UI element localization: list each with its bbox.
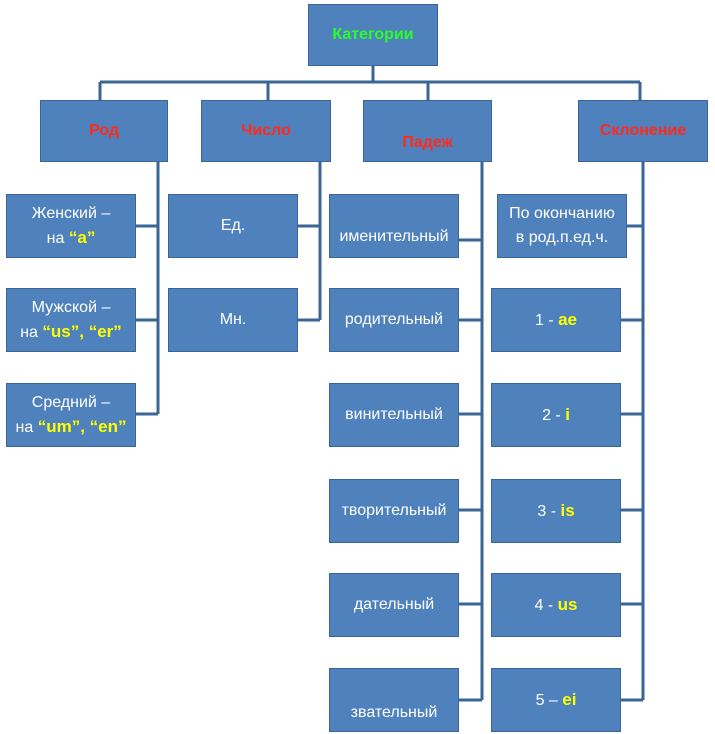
header-gender-label: Род [89,122,119,139]
declension-item-number: 4 - [534,596,558,614]
gender-item-text: Женский – [31,204,111,222]
case-item-dative: дательный [329,573,459,637]
header-gender: Род [40,100,168,162]
connector-declension [621,162,645,702]
header-number: Число [201,100,331,162]
header-declension: Склонение [578,100,708,162]
connector-root [98,66,642,100]
case-item-vocative: звательный [329,668,459,732]
connector-number [297,162,322,322]
declension-item-number: 1 - [534,311,559,329]
number-item-label: Мн. [219,311,247,328]
connector-case [459,162,484,702]
header-declension-label: Склонение [599,122,687,139]
case-item-label: звательный [350,704,438,721]
declension-item-4: 4 - us [491,573,621,637]
case-item-label: творительный [341,502,447,519]
declension-item-ending: us [557,594,578,614]
declension-item-ending: is [560,500,575,520]
gender-item-masculine: Мужской – на “us”, “er” [6,288,136,352]
gender-item-prefix: на [15,418,38,436]
root-node: Категории [308,4,438,66]
case-item-label: родительный [344,311,444,328]
root-label: Категории [332,26,414,43]
case-item-label: винительный [345,406,443,423]
declension-item-2: 2 - i [491,383,621,447]
declension-intro: По окончанию в род.п.ед.ч. [497,194,627,258]
case-item-label: дательный [353,596,435,613]
case-item-genitive: родительный [329,288,459,352]
declension-intro-line1: По окончанию [509,205,615,222]
header-case: Падеж [363,100,492,162]
gender-item-prefix: на [46,229,69,247]
gender-item-endings: “um”, “en” [37,416,127,436]
gender-item-endings: “us”, “er” [42,321,122,341]
case-item-label: именительный [339,228,449,245]
header-number-label: Число [241,122,291,139]
declension-item-ending: ei [562,689,577,709]
case-item-instrumental: творительный [329,479,459,543]
gender-item-text: Средний – [31,393,111,411]
declension-item-1: 1 - ae [491,288,621,352]
gender-item-prefix: на [20,323,43,341]
connector-gender [135,162,160,416]
gender-item-endings: “a” [68,227,96,247]
declension-item-ending: ae [558,309,578,329]
header-case-label: Падеж [402,134,453,151]
declension-item-number: 3 - [537,502,561,520]
gender-item-feminine: Женский – на “a” [6,194,136,258]
declension-item-number: 2 - [542,406,566,424]
declension-item-3: 3 - is [491,479,621,543]
gender-item-neuter: Средний – на “um”, “en” [6,383,136,447]
number-item-singular: Ед. [168,194,298,258]
declension-item-ending: i [565,404,570,424]
gender-item-text: Мужской – [31,298,111,316]
number-item-plural: Мн. [168,288,298,352]
number-item-label: Ед. [220,217,246,234]
case-item-nominative: именительный [329,194,459,258]
case-item-accusative: винительный [329,383,459,447]
declension-item-number: 5 – [535,691,563,709]
declension-item-5: 5 – ei [491,668,621,732]
declension-intro-line2: в род.п.ед.ч. [515,229,609,246]
